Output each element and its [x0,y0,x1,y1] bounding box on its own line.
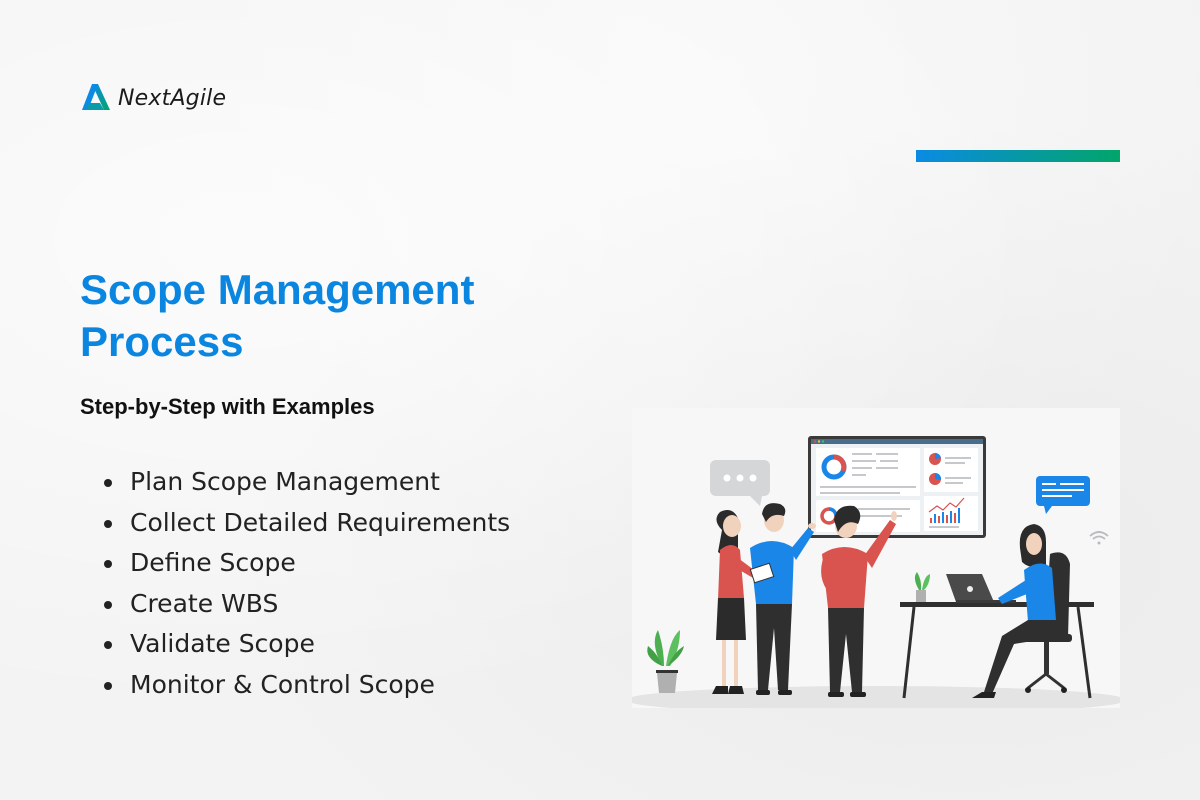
line-bar-chart-icon [928,497,965,523]
list-item: Plan Scope Management [104,462,510,503]
list-item: Collect Detailed Requirements [104,503,510,544]
brand-logo[interactable]: NextAgile [80,82,226,114]
illustration-svg [632,436,1120,708]
bullet-icon [104,479,112,487]
steps-list: Plan Scope Management Collect Detailed R… [104,462,510,706]
list-item: Create WBS [104,584,510,625]
plant-icon [914,572,930,602]
woman-seated-figure [972,524,1056,698]
team-dashboard-illustration [632,408,1120,708]
bullet-icon [104,681,112,690]
bullet-icon [104,519,112,528]
step-label: Plan Scope Management [130,467,440,496]
bullet-icon [104,641,112,650]
woman-standing-figure [712,510,762,694]
chat-bubble-icon [710,460,770,506]
laptop-icon [946,574,1016,603]
nextagile-a-logo-icon [82,84,110,110]
man-blue-shirt-figure [749,503,816,695]
step-label: Define Scope [130,548,296,578]
desk [900,602,1094,699]
bullet-icon [104,600,112,609]
pie-chart-icon [929,452,942,485]
wifi-icon [1089,531,1109,545]
step-label: Validate Scope [130,629,315,659]
bullet-icon [104,560,112,569]
list-item: Define Scope [104,543,510,584]
page-title: Scope Management Process [80,266,475,365]
list-item: Validate Scope [104,624,510,665]
plant-icon [647,630,684,693]
man-red-shirt-figure [821,505,897,697]
accent-gradient-bar [916,150,1120,162]
dashboard-screen [808,436,986,538]
list-item: Monitor & Control Scope [104,665,510,706]
step-label: Collect Detailed Requirements [130,507,511,537]
page-subtitle: Step-by-Step with Examples [80,394,375,419]
step-label: Monitor & Control Scope [130,669,435,699]
brand-name: NextAgile [118,85,227,111]
message-bubble-icon [1036,476,1090,514]
step-label: Create WBS [130,588,279,618]
